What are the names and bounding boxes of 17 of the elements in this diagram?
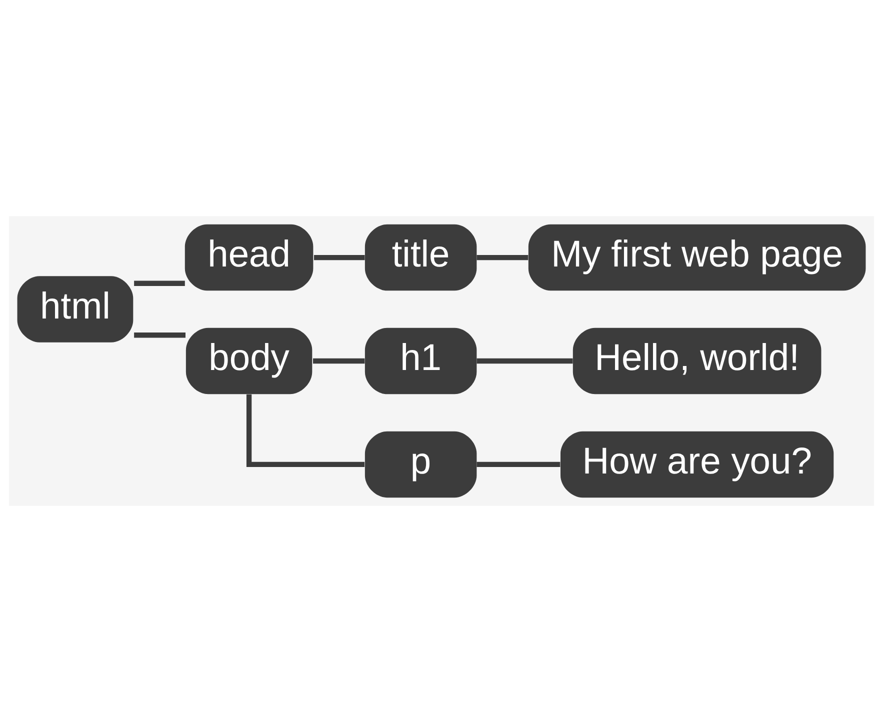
node-box: body — [185, 328, 312, 394]
node-box: h1 — [364, 328, 476, 394]
connector — [476, 462, 560, 468]
node-box: title — [364, 224, 476, 291]
connector — [476, 254, 528, 260]
node-box: head — [184, 224, 313, 291]
connector — [312, 358, 364, 364]
connector — [134, 332, 185, 338]
connector — [134, 280, 184, 286]
node-box: How are you? — [560, 431, 834, 498]
connector — [476, 358, 572, 364]
node-box: html — [16, 276, 133, 342]
node-box: p — [364, 431, 476, 498]
connector — [313, 254, 364, 260]
node-box: My first web page — [528, 224, 866, 291]
connector — [246, 394, 364, 468]
node-box: Hello, world! — [572, 328, 821, 394]
